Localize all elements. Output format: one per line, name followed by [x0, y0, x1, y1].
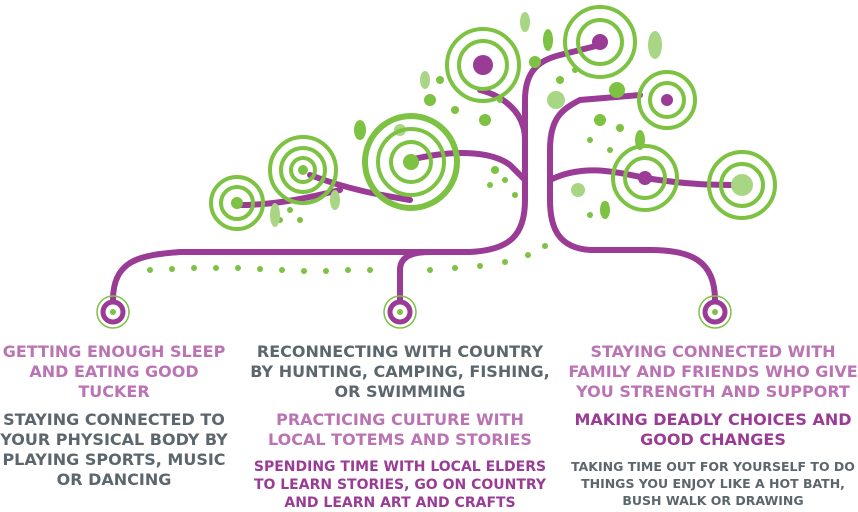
wellbeing-tree-illustration	[96, 5, 777, 329]
root-node	[698, 295, 732, 329]
column-physical: GETTING ENOUGH SLEEP AND EATING GOOD TUC…	[0, 342, 228, 490]
country-text: RECONNECTING WITH COUNTRY BY HUNTING, CA…	[250, 342, 550, 401]
rosette	[268, 135, 338, 205]
root-nodes	[96, 295, 732, 329]
column-country-culture: RECONNECTING WITH COUNTRY BY HUNTING, CA…	[250, 342, 550, 512]
family-text: STAYING CONNECTED WITH FAMILY AND FRIEND…	[568, 342, 858, 401]
root-node	[96, 295, 130, 329]
elders-text: SPENDING TIME WITH LOCAL ELDERS TO LEARN…	[253, 459, 547, 511]
deadly-choices-text: MAKING DEADLY CHOICES AND GOOD CHANGES	[574, 410, 852, 449]
rosette	[563, 5, 637, 79]
tree-branches	[110, 42, 745, 303]
culture-text: PRACTICING CULTURE WITH LOCAL TOTEMS AND…	[268, 410, 532, 449]
root-node	[383, 295, 417, 329]
column-family-self: STAYING CONNECTED WITH FAMILY AND FRIEND…	[563, 342, 858, 509]
rosette	[637, 70, 697, 130]
rosette	[707, 150, 777, 220]
tree-rosettes	[209, 5, 777, 231]
rosette	[209, 175, 265, 231]
rosette	[362, 113, 460, 211]
rosette	[445, 27, 521, 103]
sleep-and-food-text: GETTING ENOUGH SLEEP AND EATING GOOD TUC…	[2, 342, 226, 401]
time-out-text: TAKING TIME OUT FOR YOURSELF TO DO THING…	[571, 459, 855, 508]
rosette	[611, 144, 679, 212]
physical-body-text: STAYING CONNECTED TO YOUR PHYSICAL BODY …	[0, 410, 228, 489]
